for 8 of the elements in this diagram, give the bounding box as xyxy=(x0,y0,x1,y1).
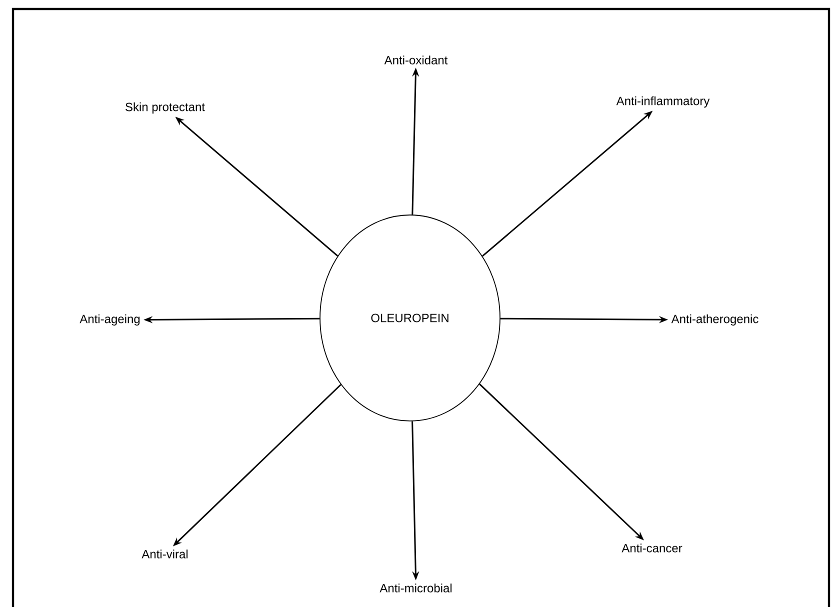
effect-label: Anti-cancer xyxy=(622,544,682,552)
effect-label: Anti-microbial xyxy=(380,584,452,592)
effect-label: Anti-oxidant xyxy=(384,56,448,64)
effect-label: Anti-atherogenic xyxy=(671,314,758,326)
effect-label: Anti-ageing xyxy=(80,314,140,326)
effect-label: Skin protectant xyxy=(126,102,205,114)
effect-label: Anti-viral xyxy=(142,550,188,558)
effect-label: Anti-inflammatory xyxy=(616,96,710,108)
